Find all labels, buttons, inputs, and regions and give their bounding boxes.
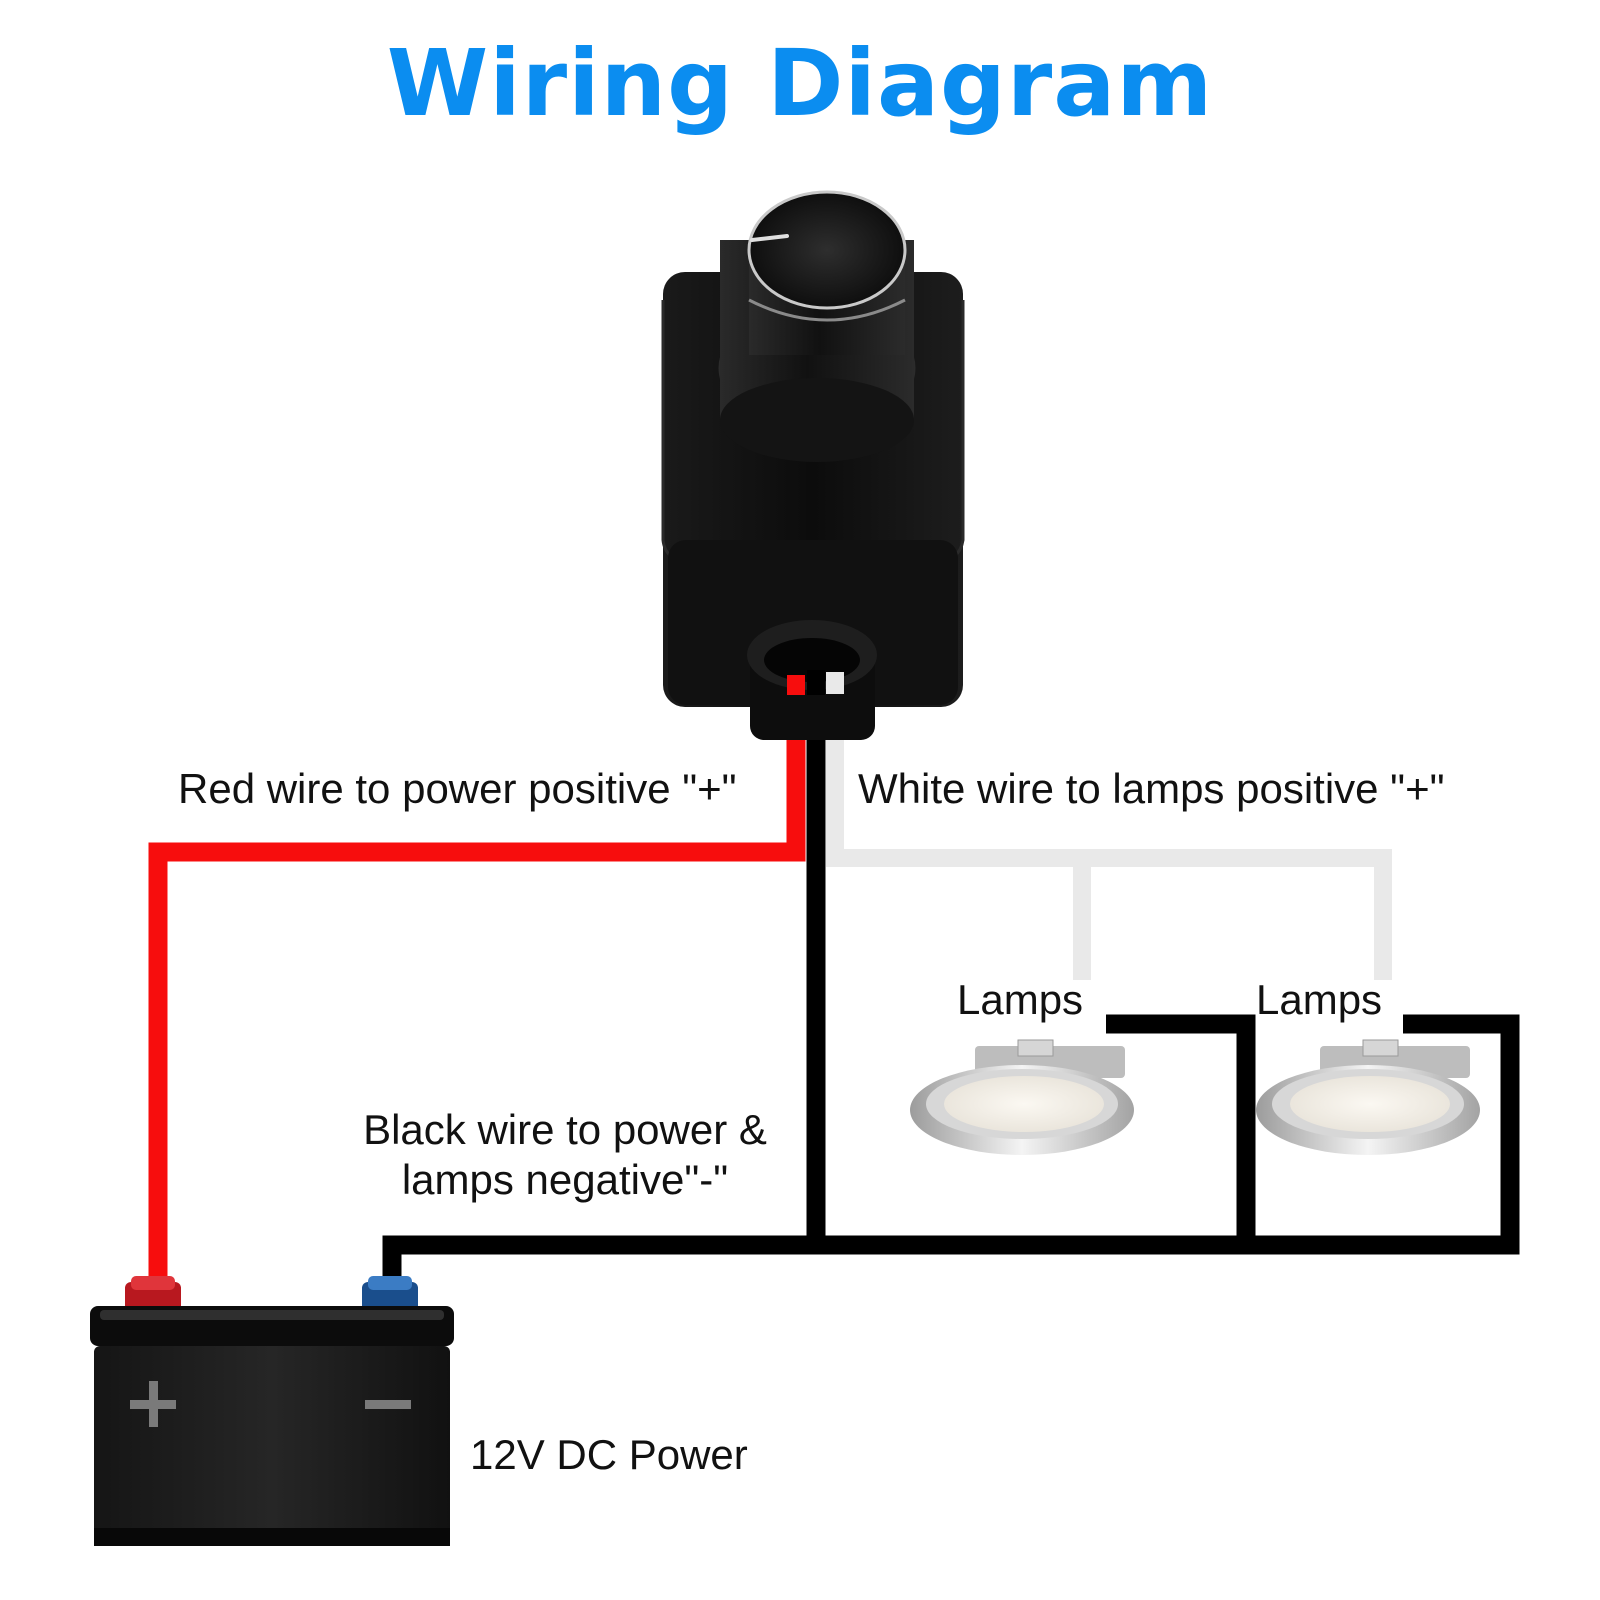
lamp-1-label: Lamps	[957, 976, 1084, 1023]
battery-icon	[90, 1276, 454, 1546]
dimmer-switch-icon	[661, 190, 965, 740]
lamp-1-icon	[910, 1039, 1134, 1155]
black-wire-label-line-2: lamps negative"-"	[401, 1156, 729, 1204]
power-label: 12V DC Power	[470, 1431, 748, 1478]
page-title: Wiring Diagram	[386, 30, 1214, 137]
white-wire	[826, 675, 1392, 980]
lamp-2-icon	[1256, 1039, 1480, 1155]
black-wire-label: Black wire to power & lamps negative"-"	[300, 1105, 830, 1206]
black-wire	[382, 675, 1520, 1292]
black-wire-label-line-1: Black wire to power &	[363, 1106, 767, 1153]
red-wire-label: Red wire to power positive "+"	[178, 765, 737, 812]
lamp-2-label: Lamps	[1256, 976, 1383, 1023]
white-wire-label: White wire to lamps positive "+"	[858, 765, 1445, 812]
red-wire	[148, 680, 806, 1290]
